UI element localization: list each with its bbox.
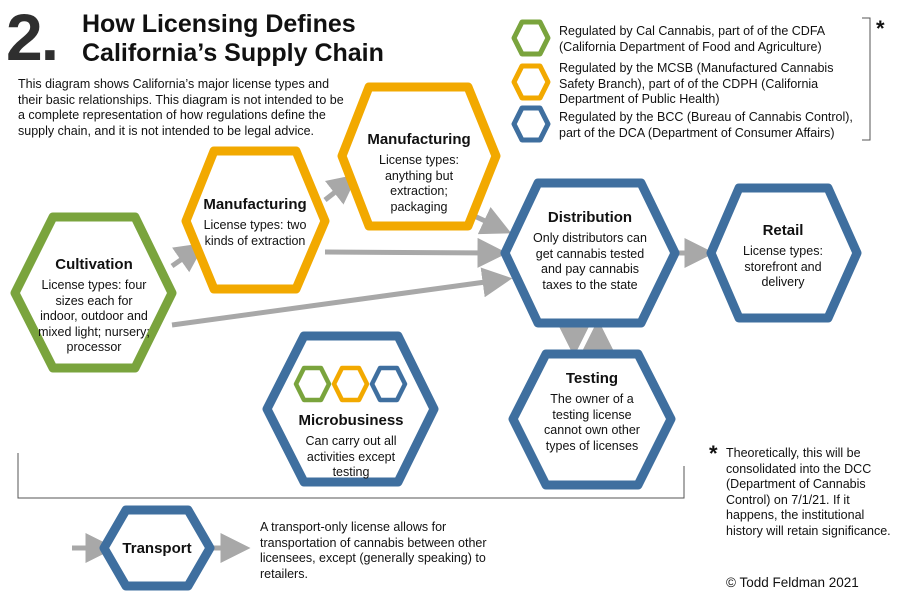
node-body: Only distributors can get cannabis teste… <box>533 231 647 292</box>
node-title: Manufacturing <box>203 196 307 213</box>
arrow-manufacturing-to-manufacturing <box>323 174 358 205</box>
transport-description: A transport-only license allows for tran… <box>260 520 487 581</box>
node-testing: Testing The owner of a testing license c… <box>537 370 647 454</box>
hex-distribution <box>500 178 680 328</box>
arrow-cultivation-to-distribution <box>171 267 513 328</box>
legend-item-cdfa: Regulated by Cal Cannabis, part of of th… <box>559 24 825 54</box>
node-transport: Transport <box>112 540 202 558</box>
legend-hex-blue <box>511 105 551 143</box>
node-title: Retail <box>762 222 804 239</box>
node-manufacturing-2: Manufacturing License types: anything bu… <box>361 131 477 215</box>
legend-asterisk: * <box>876 16 885 41</box>
node-body: Can carry out all activities except test… <box>305 434 397 479</box>
hex-microbusiness <box>262 331 439 487</box>
legend-bracket <box>862 17 871 141</box>
node-cultivation: Cultivation License types: four sizes ea… <box>36 256 152 356</box>
node-title: Manufacturing <box>367 131 471 148</box>
node-body: The owner of a testing license cannot ow… <box>544 392 640 453</box>
hex-manufacturing-1 <box>181 146 330 294</box>
legend-hex-orange <box>511 63 551 101</box>
copyright: © Todd Feldman 2021 <box>726 575 859 590</box>
microbusiness-bracket <box>17 453 685 499</box>
page-title: How Licensing Defines California’s Suppl… <box>82 10 384 68</box>
node-body: License types: four sizes each for indoo… <box>38 278 150 354</box>
micro-hex-green <box>293 365 332 403</box>
hex-transport <box>99 505 215 591</box>
node-title: Cultivation <box>55 256 133 273</box>
hex-retail <box>706 183 862 323</box>
note-asterisk: * <box>709 441 718 466</box>
node-manufacturing-1: Manufacturing License types: two kinds o… <box>202 196 308 249</box>
legend-item-cdph: Regulated by the MCSB (Manufactured Cann… <box>559 61 834 106</box>
title-line-2: California’s Supply Chain <box>82 39 384 67</box>
node-title: Transport <box>122 540 192 557</box>
hex-testing <box>508 349 676 490</box>
node-body: License types: storefront and delivery <box>743 244 823 289</box>
node-body: License types: two kinds of extraction <box>203 218 307 248</box>
hex-cultivation <box>10 212 177 373</box>
arrow-manufacturing1-to-distribution <box>324 237 508 268</box>
node-title: Microbusiness <box>298 412 404 429</box>
arrow-cultivation-to-manufacturing <box>170 242 206 273</box>
footnote-text: Theoretically, this will be consolidated… <box>726 446 891 538</box>
title-line-1: How Licensing Defines <box>82 10 356 38</box>
hex-manufacturing-2 <box>337 82 501 231</box>
node-title: Distribution <box>547 209 633 226</box>
section-number: 2. <box>6 0 59 74</box>
micro-hex-blue <box>369 365 408 403</box>
micro-hex-orange <box>331 365 370 403</box>
node-title: Testing <box>565 370 619 387</box>
node-microbusiness: Microbusiness Can carry out all activiti… <box>291 412 411 481</box>
node-body: License types: anything but extraction; … <box>379 153 459 214</box>
node-retail: Retail License types: storefront and del… <box>733 222 833 291</box>
node-distribution: Distribution Only distributors can get c… <box>530 209 650 293</box>
legend-hex-green <box>511 19 551 57</box>
intro-text: This diagram shows California’s major li… <box>18 77 344 138</box>
legend-item-dca: Regulated by the BCC (Bureau of Cannabis… <box>559 110 853 140</box>
